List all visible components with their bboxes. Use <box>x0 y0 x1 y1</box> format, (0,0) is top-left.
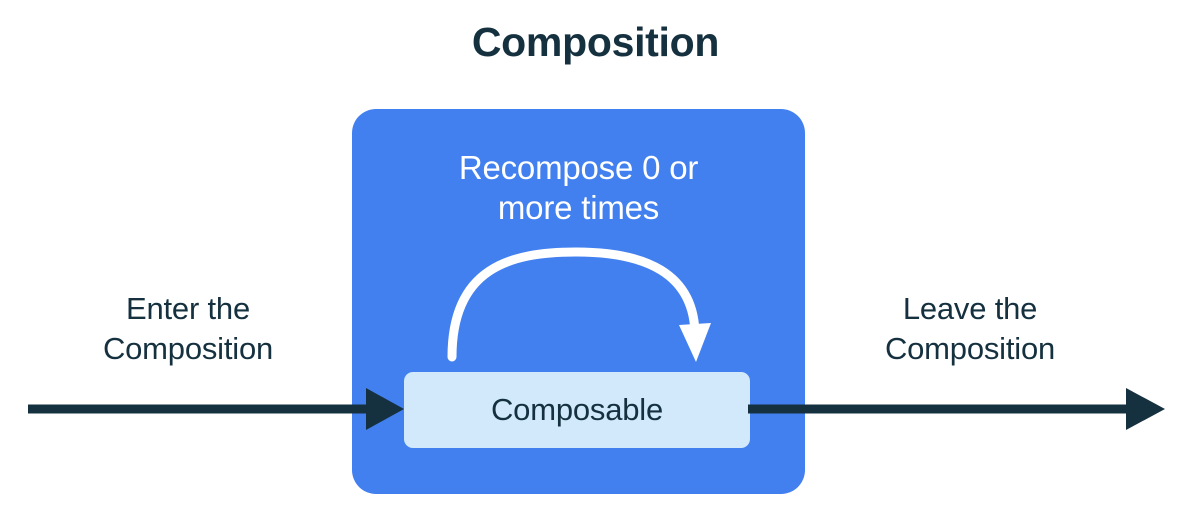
leave-composition-label-line2: Composition <box>884 330 1056 366</box>
page-title: Composition <box>471 19 720 65</box>
enter-composition-label-line1: Enter the <box>125 291 250 326</box>
enter-composition-label-line2: Composition <box>102 330 274 366</box>
leave-composition-label-line1: Leave the <box>902 291 1038 326</box>
leave-composition-label: Leave the Composition <box>810 289 1130 368</box>
leave-composition-arrowhead <box>1126 388 1165 430</box>
enter-composition-label: Enter the Composition <box>28 289 348 368</box>
recompose-label: Recompose 0 or more times <box>352 148 805 229</box>
composable-box <box>404 372 750 448</box>
composable-label: Composable <box>490 392 664 427</box>
enter-composition-arrow <box>28 388 404 430</box>
leave-composition-arrow <box>748 388 1165 430</box>
recompose-label-line1: Recompose 0 or <box>458 149 699 186</box>
recompose-label-line2: more times <box>497 189 660 227</box>
